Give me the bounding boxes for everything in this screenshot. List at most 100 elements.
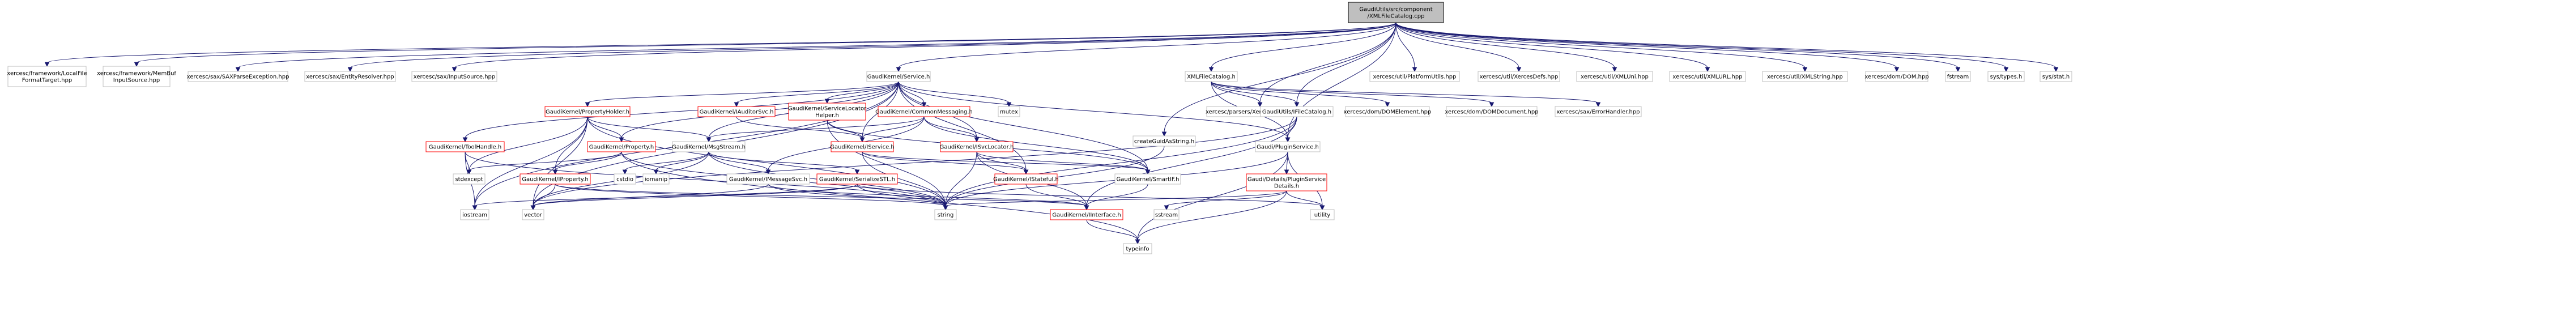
node-cstdio[interactable]: cstdio <box>614 173 636 185</box>
node-xmlfilecat[interactable]: XMLFileCatalog.h <box>1185 71 1238 82</box>
node-toolhandle[interactable]: GaudiKernel/ToolHandle.h <box>425 141 505 152</box>
node-fstream[interactable]: fstream <box>1945 71 1971 82</box>
edge-pluginsvcdet-to-string <box>943 190 1287 211</box>
edge-ifilecat-to-vector <box>530 116 1297 211</box>
node-label: sys/types.h <box>1990 74 2023 80</box>
node-service[interactable]: GaudiKernel/Service.h <box>866 71 931 82</box>
node-property[interactable]: GaudiKernel/Property.h <box>587 141 656 152</box>
node-insrc[interactable]: xercesc/sax/InputSource.hpp <box>411 71 497 82</box>
node-label: /XMLFileCatalog.cpp <box>1368 14 1425 20</box>
node-iproperty[interactable]: GaudiKernel/IProperty.h <box>520 173 591 185</box>
node-typeinfo[interactable]: typeinfo <box>1123 243 1152 254</box>
edge-root-to-entres <box>347 22 1396 73</box>
node-pluginsvc[interactable]: Gaudi/PluginService.h <box>1255 141 1321 152</box>
node-sstream[interactable]: sstream <box>1153 209 1180 220</box>
edge-ifilecat-to-iinterface <box>1084 116 1297 211</box>
edge-propholder-to-vector <box>530 116 588 211</box>
edge-root-to-ifilecat <box>1294 22 1396 108</box>
node-label: xercesc/util/XMLString.hpp <box>1767 74 1843 80</box>
node-box <box>1260 106 1334 117</box>
node-ifilecat[interactable]: GaudiUtils/IFileCatalog.h <box>1260 106 1334 117</box>
node-xercesdefs[interactable]: xercesc/util/XercesDefs.hpp <box>1478 71 1560 82</box>
node-xmluni[interactable]: xercesc/util/XMLUni.hpp <box>1576 71 1653 82</box>
node-box <box>672 141 746 152</box>
node-label: xercesc/util/XMLUni.hpp <box>1581 74 1649 80</box>
node-label: GaudiKernel/SmartIF.h <box>1117 177 1180 183</box>
node-box <box>1123 243 1152 254</box>
edge-serstl-to-iostream <box>472 184 858 211</box>
node-domelement[interactable]: xercesc/dom/DOMElement.hpp <box>1344 106 1432 117</box>
node-createguid[interactable]: createGuidAsString.h <box>1132 135 1196 147</box>
node-label: fstream <box>1947 74 1969 80</box>
node-saxpe[interactable]: xercesc/sax/SAXParseException.hpp <box>187 71 289 82</box>
node-box <box>726 173 810 185</box>
node-box <box>1132 135 1196 147</box>
node-iostream[interactable]: iostream <box>460 209 489 220</box>
node-label: GaudiKernel/IMessageSvc.h <box>729 177 807 183</box>
node-box <box>614 173 636 185</box>
node-commonmsg[interactable]: GaudiKernel/CommonMessaging.h <box>875 106 973 117</box>
node-domhpp[interactable]: xercesc/dom/DOM.hpp <box>1864 71 1929 82</box>
node-platutils[interactable]: xercesc/util/PlatformUtils.hpp <box>1369 71 1460 82</box>
node-label: cstdio <box>616 177 633 183</box>
node-iinterface[interactable]: GaudiKernel/IInterface.h <box>1050 209 1123 220</box>
node-sysstat[interactable]: sys/stat.h <box>2039 71 2072 82</box>
node-isvclocator[interactable]: GaudiKernel/ISvcLocator.h <box>940 141 1014 152</box>
node-box <box>878 106 970 117</box>
node-box <box>816 173 898 185</box>
node-label: Gaudi/Details/PluginService <box>1247 177 1326 183</box>
node-label: GaudiKernel/PropertyHolder.h <box>546 109 629 116</box>
node-box <box>2039 71 2072 82</box>
node-entres[interactable]: xercesc/sax/EntityResolver.hpp <box>304 71 396 82</box>
edge-xmlfilecat-to-xdomparser <box>1211 81 1263 108</box>
edge-commonmsg-to-iservice <box>859 116 925 143</box>
node-stdexcept[interactable]: stdexcept <box>453 173 486 185</box>
node-iauditor[interactable]: GaudiKernel/IAuditorSvc.h <box>697 106 776 117</box>
edge-service-to-propholder <box>585 81 899 108</box>
node-box <box>642 173 670 185</box>
node-label: GaudiKernel/IInterface.h <box>1052 212 1121 219</box>
edge-pluginsvcdet-to-sstream <box>1164 190 1287 211</box>
node-errhandler[interactable]: xercesc/sax/ErrorHandler.hpp <box>1555 106 1642 117</box>
node-label: Details.h <box>1274 184 1299 190</box>
node-iomanip[interactable]: iomanip <box>642 173 670 185</box>
node-msgstream[interactable]: GaudiKernel/MsgStream.h <box>672 141 746 152</box>
node-xmlurl[interactable]: xercesc/util/XMLURL.hpp <box>1669 71 1746 82</box>
node-iservice[interactable]: GaudiKernel/IService.h <box>830 141 895 152</box>
node-serstl[interactable]: GaudiKernel/SerializeSTL.h <box>816 173 898 185</box>
edge-property-to-iproperty <box>552 151 622 175</box>
node-vector[interactable]: vector <box>522 209 544 220</box>
node-label: GaudiKernel/ToolHandle.h <box>429 144 501 151</box>
node-utility[interactable]: utility <box>1310 209 1335 220</box>
node-propholder[interactable]: GaudiKernel/PropertyHolder.h <box>544 106 631 117</box>
node-xmlstring[interactable]: xercesc/util/XMLString.hpp <box>1762 71 1848 82</box>
node-domdocument[interactable]: xercesc/dom/DOMDocument.hpp <box>1445 106 1539 117</box>
edge-iinterface-to-typeinfo <box>1086 219 1140 245</box>
node-lfft[interactable]: xercesc/framework/LocalFileFormatTarget.… <box>7 66 87 87</box>
node-box <box>1865 71 1928 82</box>
node-label: xercesc/sax/EntityResolver.hpp <box>306 74 394 80</box>
node-label: vector <box>524 212 543 219</box>
node-mutex[interactable]: mutex <box>998 106 1020 117</box>
node-istateful[interactable]: GaudiKernel/IStateful.h <box>993 173 1059 185</box>
edge-msgstream-to-iomanip <box>653 151 709 175</box>
node-label: sys/stat.h <box>2042 74 2070 80</box>
node-imsgsvc[interactable]: GaudiKernel/IMessageSvc.h <box>726 173 810 185</box>
edge-root-to-pluginsvc <box>1285 22 1396 143</box>
node-box <box>188 71 288 82</box>
edge-xmlfilecat-to-errhandler <box>1211 81 1601 108</box>
node-box <box>697 106 776 117</box>
edge-root-to-xmlurl <box>1395 22 1710 73</box>
node-box <box>1669 71 1746 82</box>
node-smartif[interactable]: GaudiKernel/SmartIF.h <box>1114 173 1181 185</box>
node-box <box>1576 71 1653 82</box>
node-box <box>544 106 631 117</box>
node-systypes[interactable]: sys/types.h <box>1987 71 2025 82</box>
edge-root-to-insrc <box>452 22 1396 73</box>
node-string[interactable]: string <box>934 209 957 220</box>
node-label: GaudiKernel/SerializeSTL.h <box>819 177 895 183</box>
node-label: iostream <box>462 212 487 219</box>
